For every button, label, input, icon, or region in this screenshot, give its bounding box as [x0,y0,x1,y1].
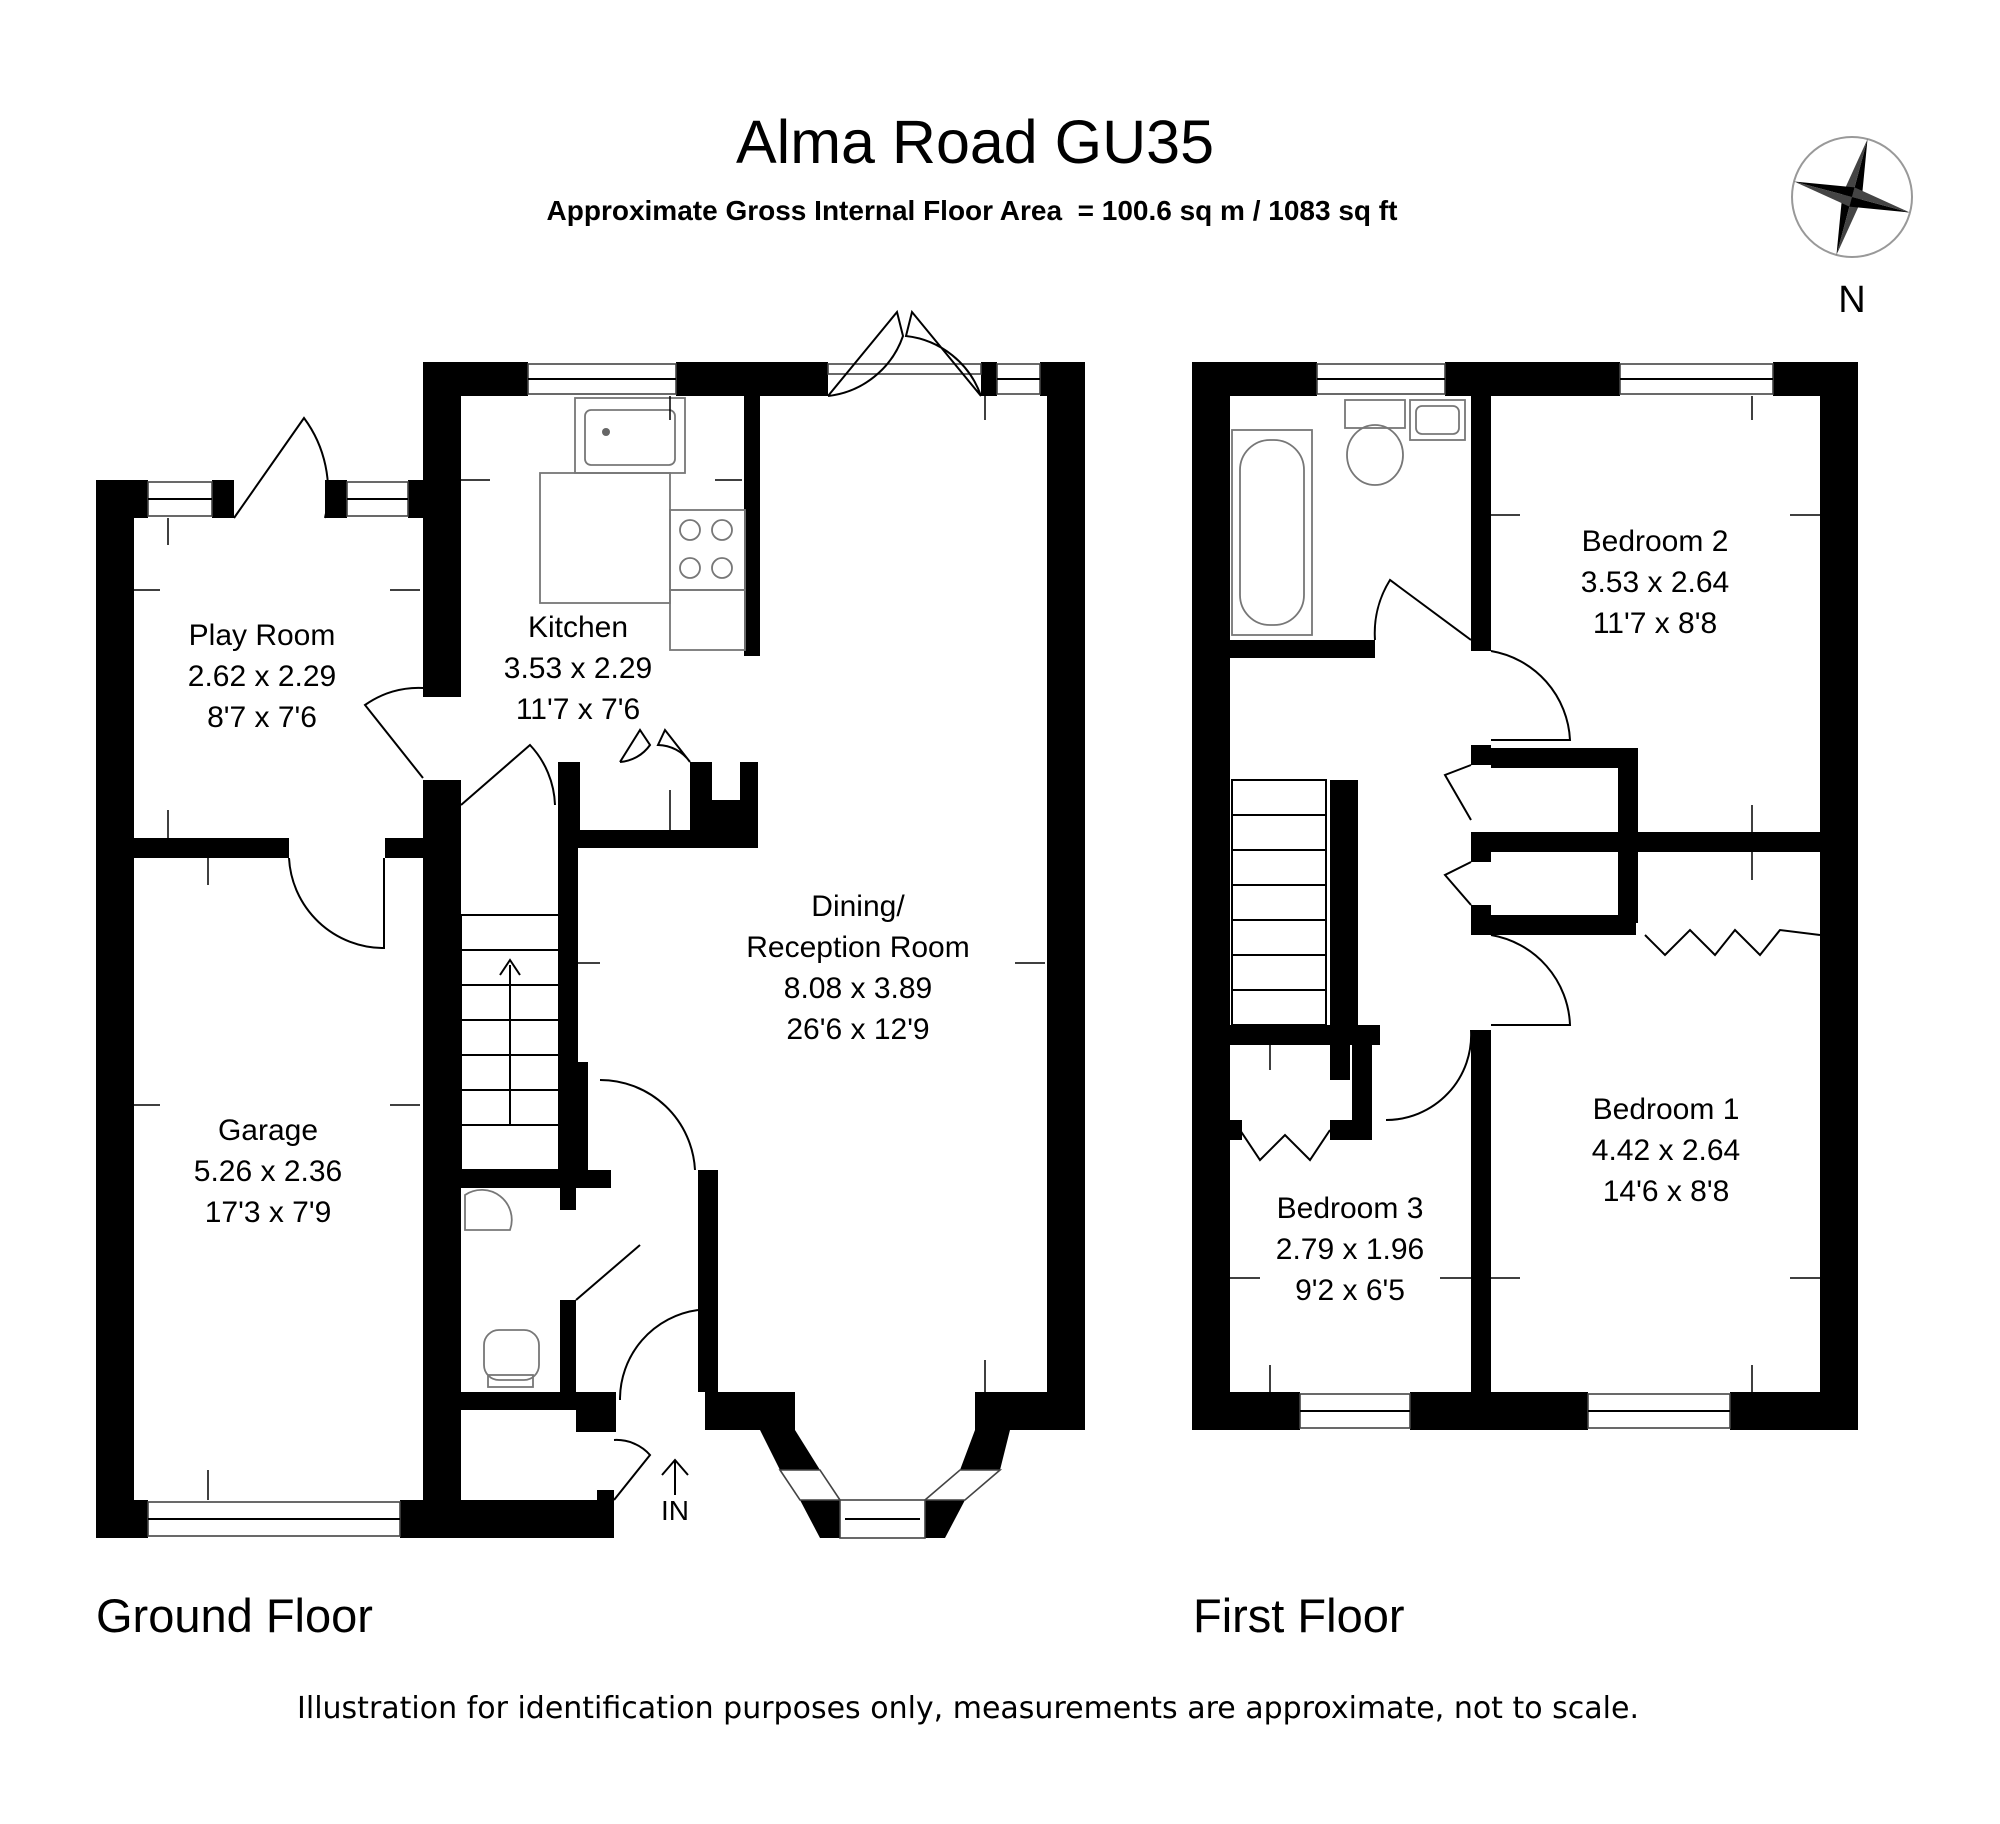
first-floor-plan: Bedroom 2 3.53 x 2.64 11'7 x 8'8 Bedroom… [1192,362,1858,1430]
bedroom1-imperial: 14'6 x 8'8 [1603,1175,1730,1208]
dining-imperial: 26'6 x 12'9 [786,1013,929,1046]
bedroom1-name: Bedroom 1 [1593,1093,1740,1126]
garage-name: Garage [218,1114,318,1147]
compass-icon [1791,136,1913,258]
compass-north-label: N [1838,279,1865,321]
bedroom3-metric: 2.79 x 1.96 [1276,1233,1424,1266]
plan-title: Alma Road GU35 [736,108,1214,176]
bedroom1-metric: 4.42 x 2.64 [1592,1134,1740,1167]
dining-metric: 8.08 x 3.89 [784,972,932,1005]
ground-floor-label: Ground Floor [96,1589,373,1642]
disclaimer-text: Illustration for identification purposes… [297,1691,1639,1726]
floor-area-subtitle: Approximate Gross Internal Floor Area = … [547,195,1398,226]
kitchen-imperial: 11'7 x 7'6 [516,693,640,726]
bedroom3-imperial: 9'2 x 6'5 [1295,1274,1405,1307]
entrance-label: IN [661,1495,689,1526]
dining-name-line1: Dining/ [811,890,905,923]
first-floor-label: First Floor [1193,1589,1405,1642]
garage-imperial: 17'3 x 7'9 [205,1196,332,1229]
bedroom2-imperial: 11'7 x 8'8 [1593,607,1717,640]
bedroom3-name: Bedroom 3 [1277,1192,1424,1225]
bedroom2-name: Bedroom 2 [1582,525,1729,558]
kitchen-name: Kitchen [528,611,628,644]
bedroom2-metric: 3.53 x 2.64 [1581,566,1729,599]
play-room-imperial: 8'7 x 7'6 [207,701,317,734]
dining-name-line2: Reception Room [746,931,969,964]
garage-metric: 5.26 x 2.36 [194,1155,342,1188]
ground-floor-plan: IN Play Room 2.62 x 2.29 8'7 x 7'6 Kitch… [96,309,1085,1539]
play-room-metric: 2.62 x 2.29 [188,660,336,693]
entrance-arrow-icon [661,1458,689,1495]
play-room-name: Play Room [189,619,336,652]
kitchen-metric: 3.53 x 2.29 [504,652,652,685]
